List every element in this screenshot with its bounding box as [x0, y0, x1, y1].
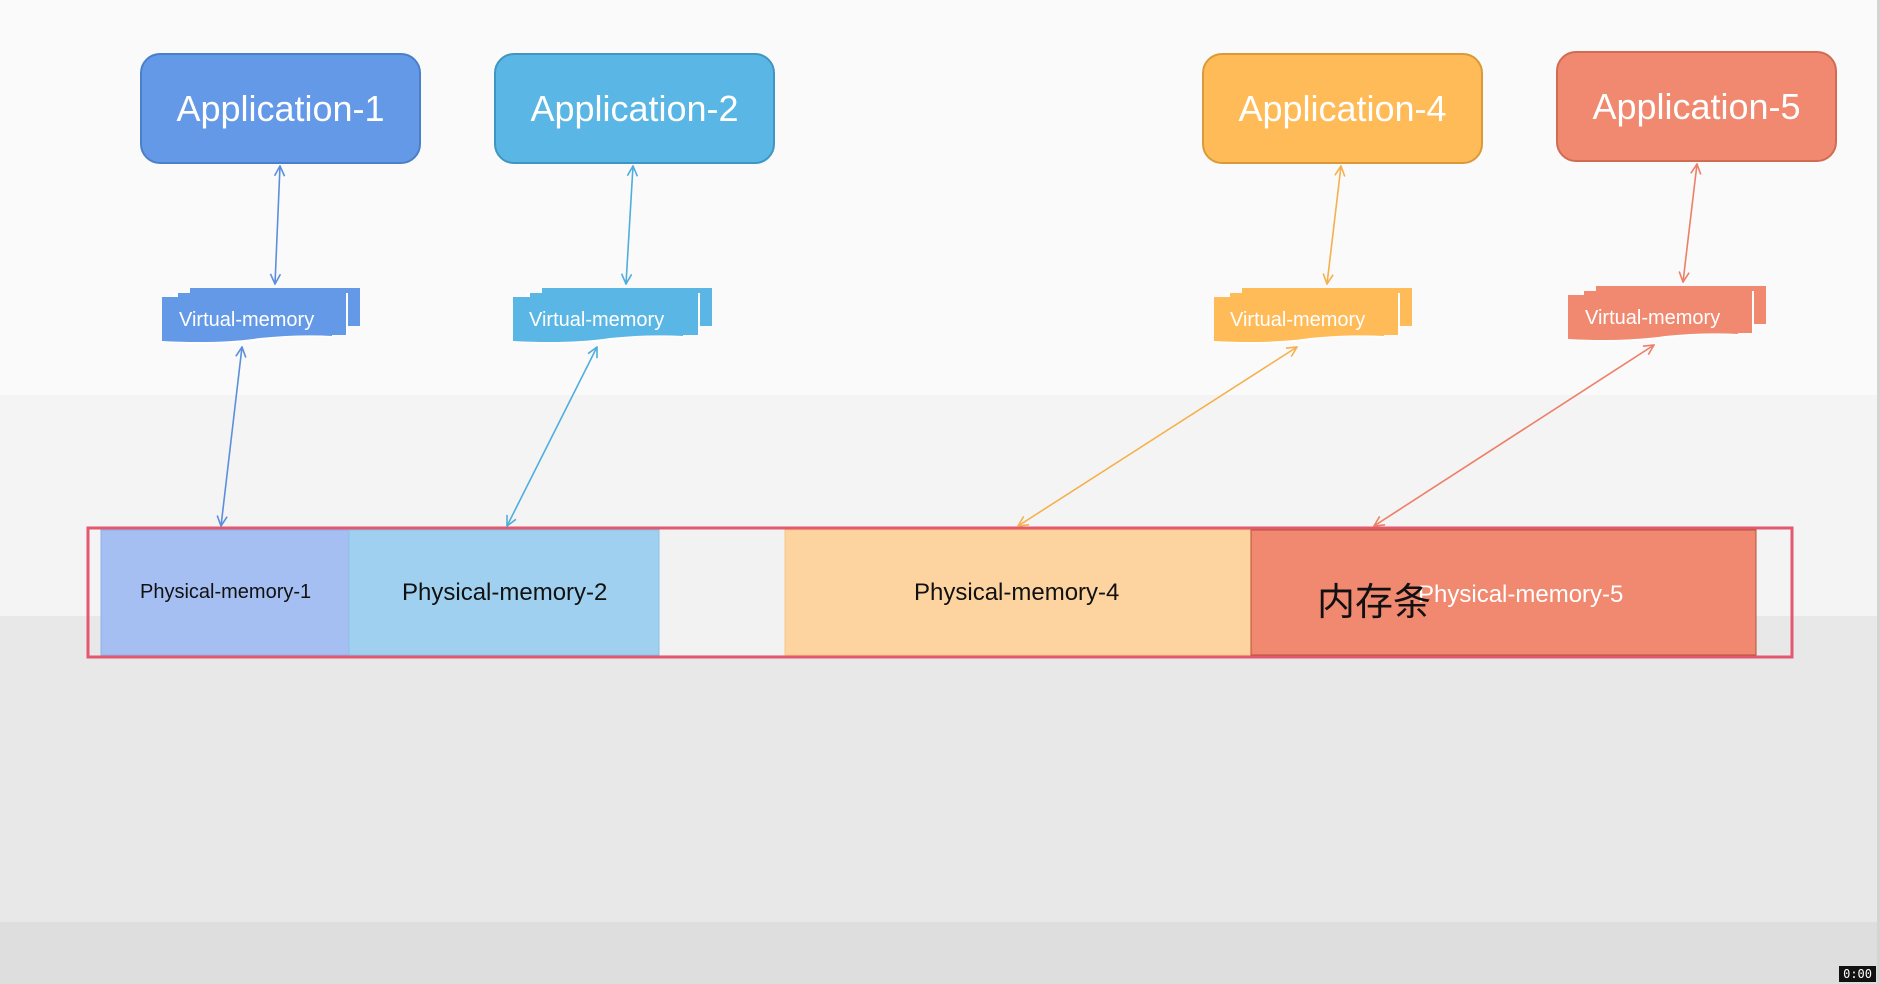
application-4-box: Application-4: [1202, 53, 1483, 164]
arrow-app5-vm5: [1683, 164, 1697, 282]
physical-memory-label-1: Physical-memory-1: [140, 581, 312, 603]
arrow-vm5-pm5: [1374, 345, 1654, 526]
virtual-memory-stack-4: [1214, 288, 1412, 344]
physical-memory-block-4: [784, 529, 1252, 656]
virtual-memory-stack-5: [1568, 286, 1766, 342]
virtual-memory-label-4: Virtual-memory: [1230, 309, 1366, 331]
arrow-vm4-pm4: [1018, 347, 1297, 526]
virtual-memory-label-2: Virtual-memory: [529, 309, 665, 331]
arrow-vm1-pm1: [221, 347, 242, 526]
arrow-vm2-pm2: [507, 347, 597, 526]
background-band-lower: [0, 616, 1880, 922]
virtual-memory-label-1: Virtual-memory: [179, 309, 315, 331]
arrow-app4-vm4: [1327, 166, 1341, 284]
playback-timestamp: 0:00: [1839, 966, 1876, 982]
virtual-memory-label-5: Virtual-memory: [1585, 307, 1721, 329]
background-edge-line: [1877, 0, 1880, 984]
physical-memory-label-5: Physical-memory-5: [1418, 581, 1624, 608]
memory-stick-frame: [86, 526, 1794, 659]
application-2-box: Application-2: [494, 53, 775, 164]
physical-memory-block-5: [1250, 529, 1757, 656]
physical-memory-label-4: Physical-memory-4: [914, 579, 1120, 606]
application-5-box: Application-5: [1556, 51, 1837, 162]
physical-memory-block-2: [348, 529, 660, 656]
background-band-bottom: [0, 922, 1880, 984]
arrow-app1-vm1: [275, 166, 280, 284]
virtual-memory-stack-1: [162, 288, 360, 344]
arrow-app2-vm2: [626, 166, 633, 284]
virtual-memory-stack-2: [513, 288, 712, 344]
physical-memory-block-1: [100, 529, 350, 656]
physical-memory-label-2: Physical-memory-2: [402, 579, 608, 606]
application-1-box: Application-1: [140, 53, 421, 164]
memory-stick-label: 内存条: [1317, 580, 1432, 624]
